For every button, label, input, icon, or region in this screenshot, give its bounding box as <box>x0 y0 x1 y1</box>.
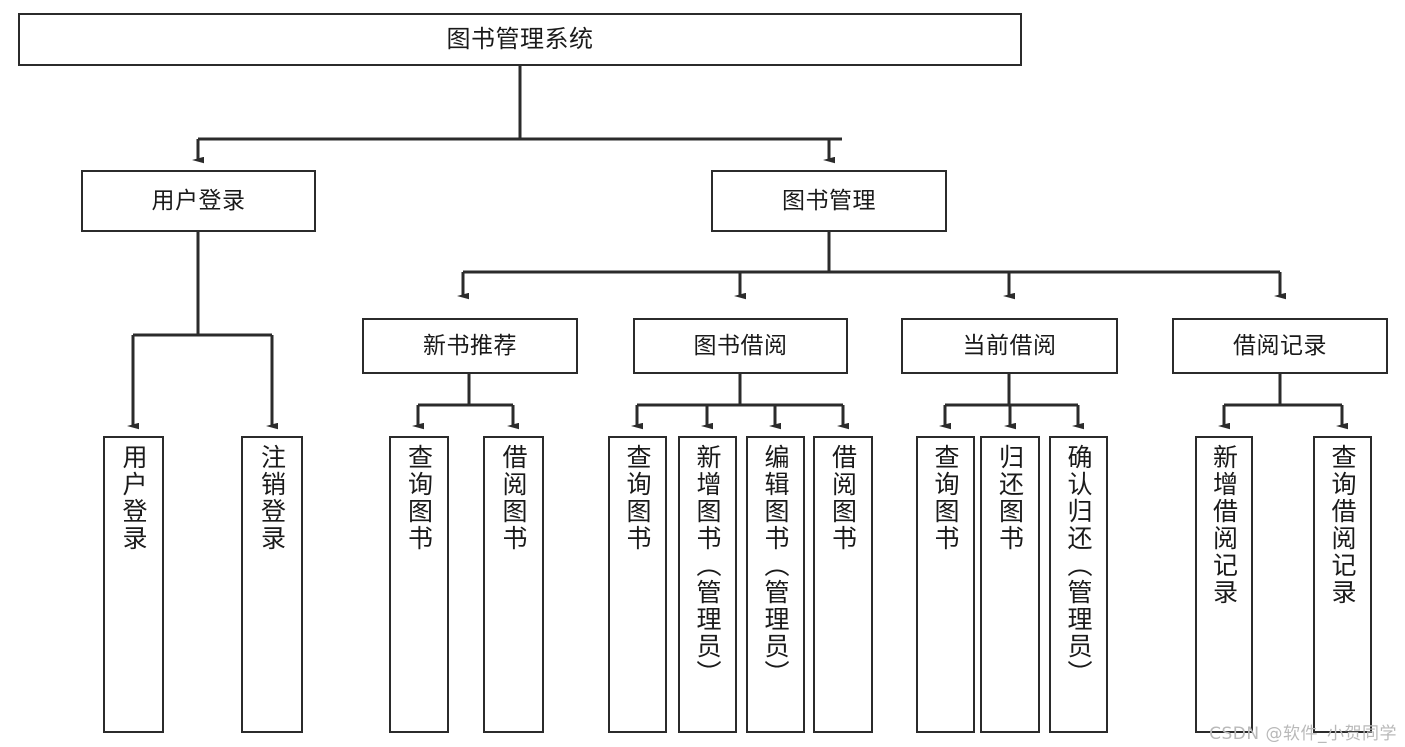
leaf-borrow-edit-book-admin[interactable]: 编辑图书（管理员） <box>746 436 805 733</box>
node-label: 查询借阅记录 <box>1328 444 1357 606</box>
node-label: 新书推荐 <box>423 332 517 359</box>
leaf-record-add-record[interactable]: 新增借阅记录 <box>1195 436 1253 733</box>
csdn-watermark: CSDN @软件_小贺同学 <box>1209 724 1397 744</box>
leaf-current-return-books[interactable]: 归还图书 <box>980 436 1040 733</box>
node-book-borrowing[interactable]: 图书借阅 <box>633 318 848 374</box>
node-label: 借阅图书 <box>499 444 528 552</box>
node-label: 查询图书 <box>623 444 652 552</box>
node-user-login[interactable]: 用户登录 <box>81 170 316 232</box>
node-borrowing-record[interactable]: 借阅记录 <box>1172 318 1388 374</box>
node-label: 归还图书 <box>995 444 1025 552</box>
node-label: 图书管理 <box>782 187 876 214</box>
leaf-borrow-add-book-admin[interactable]: 新增图书（管理员） <box>678 436 737 733</box>
leaf-newbook-borrow-books[interactable]: 借阅图书 <box>483 436 544 733</box>
leaf-newbook-query-books[interactable]: 查询图书 <box>389 436 449 733</box>
leaf-borrow-query-books[interactable]: 查询图书 <box>608 436 667 733</box>
leaf-current-query-books[interactable]: 查询图书 <box>916 436 975 733</box>
node-label: 确认归还（管理员） <box>1064 444 1093 687</box>
leaf-user-login[interactable]: 用户登录 <box>103 436 164 733</box>
node-label: 新增借阅记录 <box>1209 444 1239 606</box>
leaf-current-confirm-return-admin[interactable]: 确认归还（管理员） <box>1049 436 1108 733</box>
node-label: 用户登录 <box>151 187 246 214</box>
node-label: 用户登录 <box>119 444 148 552</box>
node-label: 借阅记录 <box>1233 332 1327 359</box>
leaf-borrow-borrow-books[interactable]: 借阅图书 <box>813 436 873 733</box>
node-label: 图书管理系统 <box>446 24 594 53</box>
node-label: 注销登录 <box>257 444 287 552</box>
node-label: 查询图书 <box>404 444 434 552</box>
node-label: 当前借阅 <box>962 332 1057 359</box>
leaf-logout[interactable]: 注销登录 <box>241 436 303 733</box>
node-label: 查询图书 <box>931 444 960 552</box>
node-label: 借阅图书 <box>828 444 858 552</box>
node-root-book-management-system[interactable]: 图书管理系统 <box>18 13 1022 66</box>
node-book-management[interactable]: 图书管理 <box>711 170 947 232</box>
node-new-book-recommendation[interactable]: 新书推荐 <box>362 318 578 374</box>
node-label: 新增图书（管理员） <box>693 444 722 687</box>
node-label: 图书借阅 <box>693 332 788 359</box>
node-label: 编辑图书（管理员） <box>761 444 790 687</box>
node-current-borrowing[interactable]: 当前借阅 <box>901 318 1118 374</box>
leaf-record-query-record[interactable]: 查询借阅记录 <box>1313 436 1372 733</box>
